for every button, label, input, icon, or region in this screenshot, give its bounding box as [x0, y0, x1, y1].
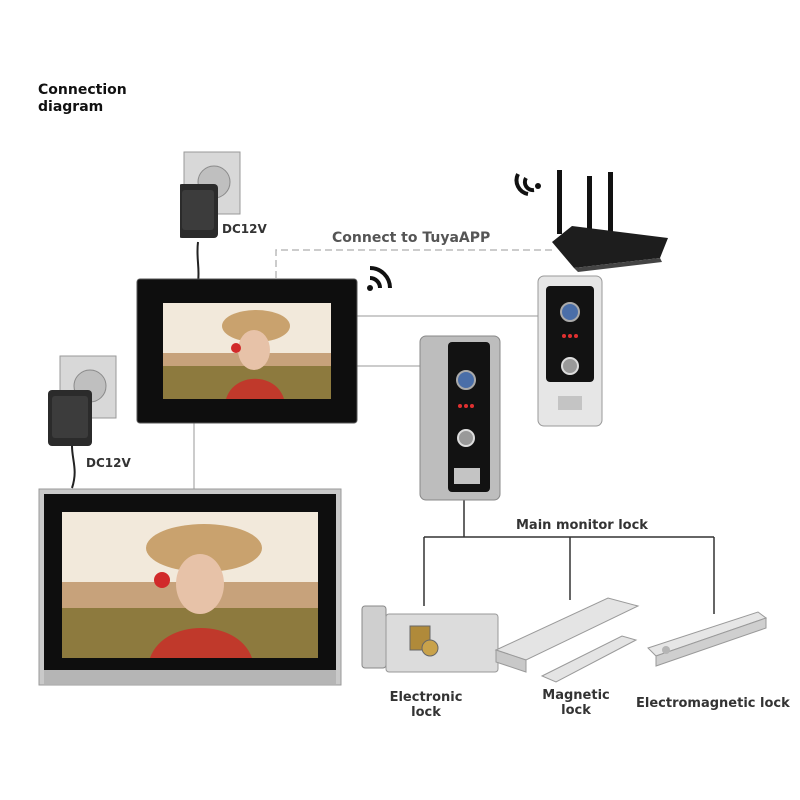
wifi-signal-icon [367, 266, 392, 291]
bus-label: Main monitor lock [516, 518, 648, 533]
doorbell-unit-top [537, 275, 603, 427]
lock-label-electromagnetic: Electromagnetic lock [636, 696, 790, 711]
power-cord-bottom [71, 445, 76, 489]
electronic-lock-icon [361, 605, 499, 673]
doorbell-unit-main [419, 335, 501, 501]
indoor-monitor-secondary [136, 278, 358, 424]
lock-label-electronic: Electronic lock [389, 690, 463, 720]
power-label-top: DC12V [222, 222, 267, 236]
power-adapter-bottom [48, 355, 117, 446]
wifi-link-line [275, 249, 556, 278]
power-label-bottom: DC12V [86, 456, 131, 470]
router-icon [552, 170, 668, 272]
wifi-link-label: Connect to TuyaAPP [332, 230, 491, 246]
lock-label-magnetic: Magnetic lock [542, 688, 610, 718]
wifi-icon [514, 173, 541, 196]
indoor-monitor-main [38, 488, 342, 686]
magnetic-lock-icon [494, 597, 640, 683]
electromagnetic-lock-icon [647, 611, 768, 667]
power-adapter-top [180, 151, 241, 238]
diagram-title: Connection diagram [38, 82, 127, 115]
